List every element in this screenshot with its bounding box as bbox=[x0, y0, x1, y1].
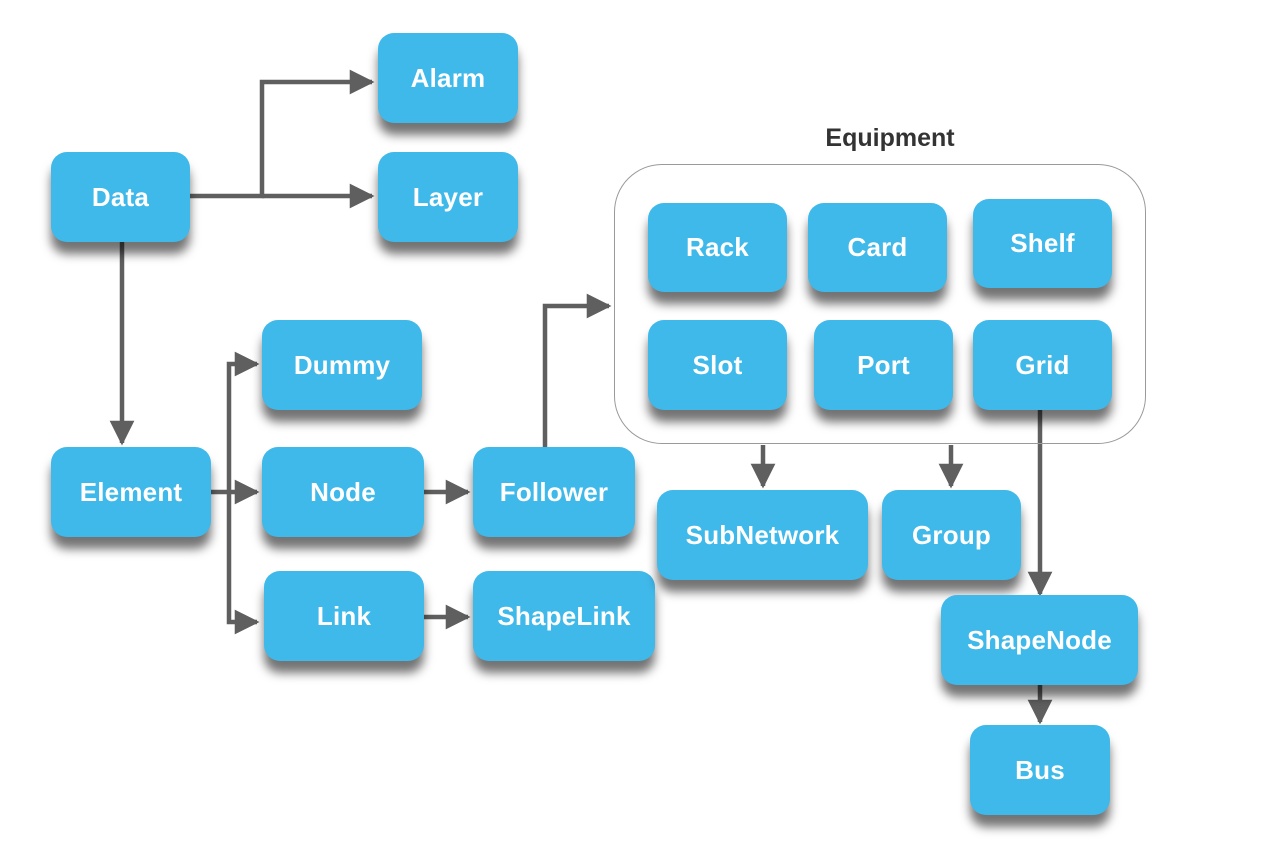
node-data: Data bbox=[51, 152, 190, 242]
node-bus-label: Bus bbox=[1015, 754, 1065, 785]
node-rack-label: Rack bbox=[686, 232, 749, 262]
node-card-label: Card bbox=[847, 232, 908, 262]
edge-element-dummy bbox=[226, 351, 260, 492]
edge-element-link bbox=[226, 492, 260, 635]
equipment-group-frame bbox=[614, 164, 1146, 444]
node-follower: Follower bbox=[473, 447, 635, 537]
node-slot-label: Slot bbox=[692, 349, 743, 380]
node-port-label: Port bbox=[857, 349, 910, 380]
node-subnetwork: SubNetwork bbox=[657, 490, 868, 580]
node-group-label: Group bbox=[912, 519, 991, 550]
equipment-group-title: Equipment bbox=[825, 124, 955, 152]
node-group: Group bbox=[882, 490, 1021, 580]
node-rack: Rack bbox=[648, 203, 787, 292]
node-node: Node bbox=[262, 447, 424, 537]
node-shapenode: ShapeNode bbox=[941, 595, 1138, 685]
node-card: Card bbox=[808, 203, 947, 292]
node-layer: Layer bbox=[378, 152, 518, 242]
node-dummy: Dummy bbox=[262, 320, 422, 410]
node-bus: Bus bbox=[970, 725, 1110, 815]
edge-follower-equipment bbox=[542, 293, 612, 447]
node-element: Element bbox=[51, 447, 211, 537]
node-follower-label: Follower bbox=[499, 476, 609, 507]
edge-data-alarm bbox=[190, 69, 375, 199]
node-grid-label: Grid bbox=[1015, 349, 1070, 380]
node-alarm-label: Alarm bbox=[410, 62, 486, 93]
node-shelf-label: Shelf bbox=[1010, 228, 1075, 258]
node-slot: Slot bbox=[648, 320, 787, 410]
node-shelf: Shelf bbox=[973, 199, 1112, 288]
node-link-label: Link bbox=[316, 600, 372, 631]
node-shapelink-label: ShapeLink bbox=[497, 600, 631, 631]
node-port: Port bbox=[814, 320, 953, 410]
node-dummy-label: Dummy bbox=[293, 349, 391, 380]
node-layer-label: Layer bbox=[412, 181, 484, 212]
node-node-label: Node bbox=[310, 476, 376, 507]
node-grid: Grid bbox=[973, 320, 1112, 410]
node-shapelink: ShapeLink bbox=[473, 571, 655, 661]
node-element-label: Element bbox=[79, 476, 183, 507]
node-data-label: Data bbox=[91, 181, 150, 212]
node-alarm: Alarm bbox=[378, 33, 518, 123]
node-subnetwork-label: SubNetwork bbox=[685, 519, 840, 550]
node-shapenode-label: ShapeNode bbox=[967, 624, 1112, 655]
node-link: Link bbox=[264, 571, 424, 661]
